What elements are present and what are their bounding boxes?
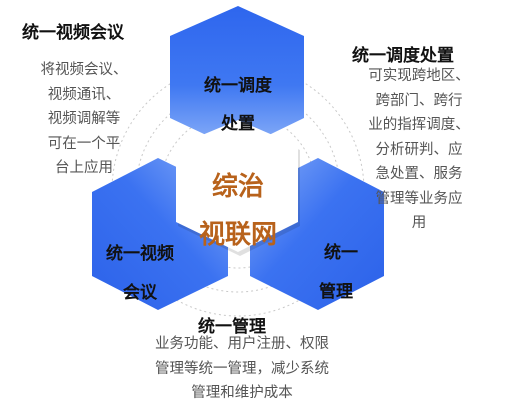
right-note-line: 业的指挥调度、 xyxy=(368,117,470,133)
hex-right-label-line1: 统一 xyxy=(324,242,358,263)
left-note-line: 视频通讯、 xyxy=(47,86,121,103)
right-note-line: 分析研判、应 xyxy=(375,141,463,158)
hex-left-label-line1: 统一视频 xyxy=(106,243,174,264)
bottom-note-title: 统一管理 xyxy=(198,317,266,337)
center-hexagon xyxy=(176,120,298,252)
right-note-line: 跨部门、跨行 xyxy=(375,92,463,109)
right-note-line: 可实现跨地区、 xyxy=(368,68,470,84)
right-note-line: 用 xyxy=(411,215,427,231)
hex-right-label-line2: 管理 xyxy=(319,281,353,302)
left-note-line: 台上应用 xyxy=(55,160,113,176)
right-note-line: 管理等业务应 xyxy=(375,190,463,207)
center-label-line1: 综治 xyxy=(212,171,264,202)
hex-top-label-line2: 处置 xyxy=(220,113,255,134)
bottom-note-line: 管理等统一管理，减少系统 xyxy=(155,360,329,377)
right-note-title: 统一调度处置 xyxy=(352,46,454,66)
bottom-note-body: 业务功能、用户注册、权限 管理等统一管理，减少系统 管理和维护成本 xyxy=(112,332,372,406)
right-note-body: 可实现跨地区、 跨部门、跨行 业的指挥调度、 分析研判、应 急处置、服务 管理等… xyxy=(352,64,486,236)
right-note-line: 急处置、服务 xyxy=(375,166,463,182)
hexagon-top xyxy=(170,6,304,150)
hex-top-label-line1: 统一调度 xyxy=(204,75,273,96)
left-note-line: 可在一个平 xyxy=(47,135,121,152)
center-label-line2: 视联网 xyxy=(199,220,277,250)
left-note-line: 视频调解等 xyxy=(47,111,121,127)
hex-left-label-line2: 会议 xyxy=(123,282,158,303)
left-note-title: 统一视频会议 xyxy=(22,23,124,43)
left-note-line: 将视频会议、 xyxy=(40,62,128,78)
bottom-note-line: 业务功能、用户注册、权限 xyxy=(155,336,329,352)
left-note-body: 将视频会议、 视频通讯、 视频调解等 可在一个平 台上应用 xyxy=(22,58,146,181)
bottom-note-line: 管理和维护成本 xyxy=(191,385,293,401)
